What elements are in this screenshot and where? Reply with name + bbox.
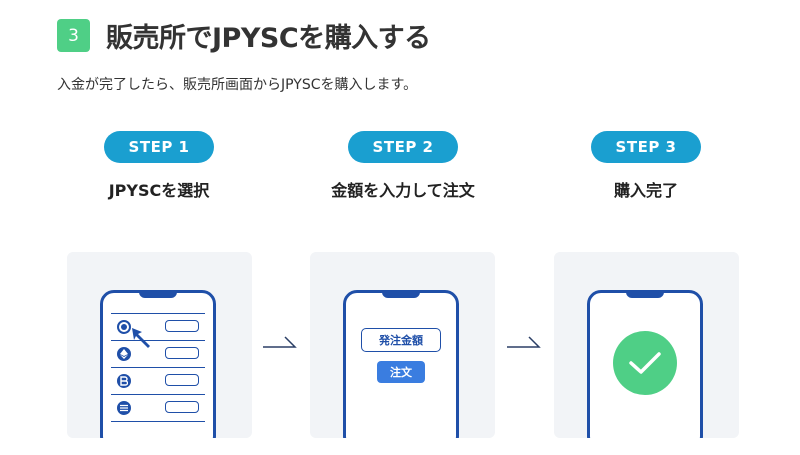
coin-select-box <box>165 374 199 386</box>
section-title: 販売所でJPYSCを購入する <box>106 23 431 54</box>
phone-notch <box>626 290 664 298</box>
arrow-right-icon <box>507 336 541 348</box>
step-3-header: STEP 3 購入完了 <box>546 131 746 201</box>
dollar-coin-icon <box>117 320 131 334</box>
purchase-complete-badge <box>613 331 677 395</box>
step-2-header: STEP 2 金額を入力して注文 <box>303 131 503 201</box>
coin-select-box <box>165 401 199 413</box>
step-3-illustration <box>554 252 739 438</box>
phone-notch <box>139 290 177 298</box>
solana-icon <box>117 401 131 415</box>
section-number-badge: 3 <box>57 19 90 52</box>
coin-list <box>111 313 205 422</box>
coin-row-bitcoin <box>111 367 205 394</box>
phone-mockup <box>587 290 703 438</box>
section-header: 3 販売所でJPYSCを購入する <box>57 16 431 55</box>
step-2-title: 金額を入力して注文 <box>331 181 475 200</box>
step-1-title: JPYSCを選択 <box>108 181 210 200</box>
bitcoin-icon <box>117 374 131 388</box>
cursor-arrow-icon <box>132 328 150 348</box>
phone-notch <box>382 290 420 298</box>
step-2-illustration: 発注金額 注文 <box>310 252 495 438</box>
step-3-pill: STEP 3 <box>591 131 701 163</box>
step-1-pill: STEP 1 <box>104 131 214 163</box>
step-2-pill: STEP 2 <box>348 131 458 163</box>
ethereum-icon <box>117 347 131 361</box>
coin-row-solana <box>111 394 205 422</box>
coin-select-box <box>165 320 199 332</box>
step-1-illustration <box>67 252 252 438</box>
arrow-right-icon <box>263 336 297 348</box>
checkmark-icon <box>629 352 661 374</box>
coin-row-dollar <box>111 313 205 340</box>
coin-row-ethereum <box>111 340 205 367</box>
order-amount-field: 発注金額 <box>361 328 441 352</box>
phone-mockup <box>100 290 216 438</box>
step-1-header: STEP 1 JPYSCを選択 <box>59 131 259 201</box>
step-3-title: 購入完了 <box>613 181 678 200</box>
coin-select-box <box>165 347 199 359</box>
phone-mockup: 発注金額 注文 <box>343 290 459 438</box>
order-button: 注文 <box>377 361 425 383</box>
section-description: 入金が完了したら、販売所画面からJPYSCを購入します。 <box>57 77 418 93</box>
